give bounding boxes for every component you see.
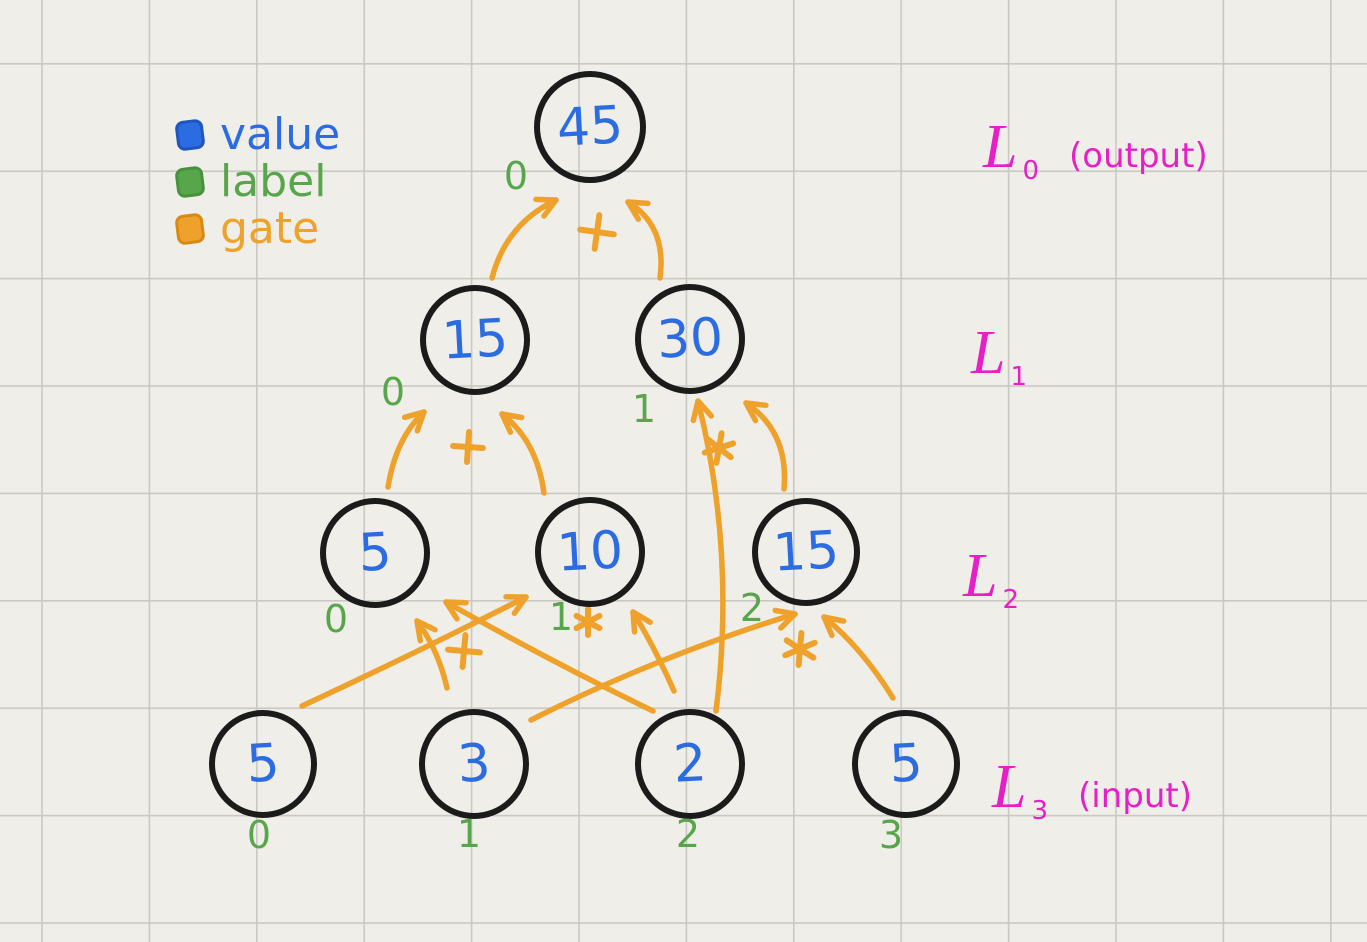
edge-L1-1-to-L0-0: [625, 199, 664, 281]
node-circle-L3-3: [852, 710, 960, 818]
legend-label-gate: gate: [220, 202, 320, 254]
node-index-label-L3-0: 0: [247, 813, 271, 857]
node-index-label-L2-1: 1: [549, 595, 573, 639]
edge-L3-1-to-L2-2: [528, 611, 798, 723]
node-value-L2-2: 15: [771, 520, 840, 583]
node-index-label-L3-3: 3: [879, 813, 903, 857]
arrowhead-L2-0: [414, 618, 438, 644]
edge-L3-2-to-L2-1: [630, 609, 677, 694]
edge-L2-2-to-L1-1: [743, 400, 788, 492]
gate-times-icon-L1-1: [701, 430, 737, 466]
node-circle-L3-2: [635, 709, 745, 819]
node-circle-L2-0: [320, 498, 430, 608]
node-value-L3-2: 2: [672, 733, 708, 795]
arrowhead-L2-2: [821, 614, 847, 639]
node-index-label-L1-0: 0: [381, 370, 405, 414]
layer-label-l3: L 3 (input): [992, 753, 1193, 826]
layer-symbol: L: [963, 542, 998, 610]
gate-plus-icon-L2-0: [445, 632, 483, 670]
layer-annotation: (output): [1069, 136, 1208, 176]
layer-subscript: 3: [1031, 796, 1049, 826]
arrowhead-L2-0: [443, 599, 469, 622]
node-value-L0-0: 45: [555, 95, 624, 158]
legend-row-value: value: [174, 108, 341, 160]
arrowhead-L1-0: [401, 409, 427, 434]
node-value-L3-1: 3: [456, 733, 492, 795]
layer-symbol: L: [992, 753, 1027, 821]
edge-L3-1-to-L2-0: [414, 618, 450, 691]
node-value-L2-1: 10: [555, 520, 624, 583]
node-index-label-L2-0: 0: [324, 597, 348, 641]
legend-label-label: label: [220, 155, 327, 207]
layer-symbol: L: [971, 319, 1006, 387]
node-value-L1-1: 30: [655, 307, 724, 370]
arrowhead-L0-0: [625, 199, 651, 222]
arrowhead-L2-1: [503, 594, 529, 617]
node-value-L3-3: 5: [888, 733, 924, 795]
node-value-L1-0: 15: [440, 308, 509, 371]
layer-annotation: (input): [1078, 776, 1193, 816]
layer-subscript: 2: [1002, 585, 1020, 615]
node-circle-L0-0: [534, 71, 646, 183]
node-value-L2-0: 5: [357, 522, 393, 584]
node-index-label-L2-2: 2: [740, 586, 764, 630]
layer-symbol: L: [983, 113, 1018, 181]
node-circle-L3-0: [209, 710, 317, 818]
arrowhead-L1-0: [499, 411, 525, 435]
layer-label-l1: L 1: [971, 319, 1027, 392]
arrowhead-L0-0: [533, 196, 559, 219]
arrowhead-L1-1: [743, 400, 769, 424]
gate-plus-icon-L0-0: [577, 212, 617, 252]
edge-L3-3-to-L2-2: [821, 614, 896, 701]
edge-L1-0-to-L0-0: [489, 197, 559, 281]
arrowhead-L1-1: [690, 398, 715, 424]
edge-L3-2-to-L2-0: [443, 599, 656, 714]
legend-label-value: value: [220, 108, 341, 160]
edge-L2-1-to-L1-0: [499, 411, 547, 496]
node-index-label-L1-1: 1: [632, 387, 656, 431]
arrowhead-L2-2: [772, 607, 798, 631]
label-color-swatch: [174, 164, 206, 199]
layer-label-l0: L 0 (output): [983, 113, 1208, 186]
arrowhead-L2-1: [630, 609, 653, 635]
node-index-label-L3-2: 2: [676, 812, 700, 856]
node-index-label-L0-0: 0: [504, 154, 528, 198]
legend-row-gate: gate: [174, 202, 340, 254]
node-value-L3-0: 5: [245, 733, 281, 795]
layer-subscript: 0: [1022, 156, 1040, 186]
node-circle-L2-2: [752, 498, 860, 606]
node-circle-L1-1: [635, 284, 745, 394]
edge-L3-0-to-L2-1: [299, 594, 529, 709]
node-circle-L3-1: [419, 709, 529, 819]
gate-color-swatch: [174, 211, 206, 246]
legend-row-label: label: [174, 155, 340, 207]
value-color-swatch: [174, 117, 206, 152]
layer-label-l2: L 2: [963, 542, 1019, 615]
legend: value label gate: [174, 108, 341, 254]
gate-times-icon-L2-1: [573, 606, 603, 638]
node-circle-L2-1: [535, 497, 645, 607]
gate-plus-icon-L1-0: [450, 429, 486, 465]
node-index-label-L3-1: 1: [457, 812, 481, 856]
gate-times-icon-L2-2: [782, 630, 818, 668]
node-circle-L1-0: [420, 285, 530, 395]
edge-L2-0-to-L1-0: [385, 409, 427, 490]
layer-subscript: 1: [1010, 362, 1028, 392]
